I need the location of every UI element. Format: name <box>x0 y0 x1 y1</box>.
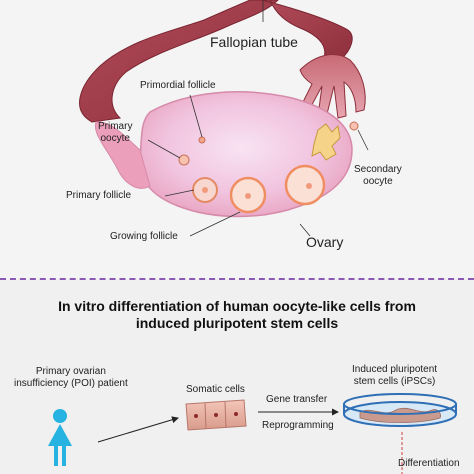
dish-cells <box>359 407 441 423</box>
label-ipsc: Induced pluripotent stem cells (iPSCs) <box>352 364 438 387</box>
cell-nucleus-1 <box>194 414 198 418</box>
fallopian-tube-upper <box>261 0 353 63</box>
patient-leg-left <box>54 446 58 466</box>
cell-wall-1 <box>204 402 207 430</box>
fallopian-tube <box>79 0 279 123</box>
growing-follicle-1-core <box>245 193 251 199</box>
cell-wall-2 <box>224 401 227 429</box>
label-ovary: Ovary <box>306 234 344 250</box>
growing-follicle-2 <box>284 164 326 206</box>
label-secondary-oocyte: Secondary oocyte <box>354 164 402 187</box>
title-line-2: induced pluripotent stem cells <box>135 315 339 331</box>
leader-primary-oocyte <box>147 139 181 159</box>
patient-leg-right <box>62 446 66 466</box>
leader-primordial <box>189 94 203 138</box>
label-gene-transfer: Gene transfer <box>266 394 328 405</box>
workflow-panel <box>0 279 474 474</box>
label-primary-follicle: Primary follicle <box>66 190 132 201</box>
label-primary-oocyte: Primary oocyte <box>98 121 133 144</box>
growing-follicle-2-core <box>306 183 312 189</box>
cell-nucleus-3 <box>234 412 238 416</box>
label-fallopian-tube: Fallopian tube <box>210 34 298 50</box>
leader-growing <box>189 211 241 237</box>
label-somatic-cells: Somatic cells <box>186 384 245 395</box>
corpus-luteum <box>311 123 341 161</box>
secondary-oocyte <box>349 121 359 131</box>
label-primordial-follicle: Primordial follicle <box>140 80 216 91</box>
arrow-patient-to-cells <box>97 416 179 443</box>
label-differentiation: Differentiation <box>398 458 460 469</box>
label-patient: Primary ovarian insufficiency (POI) pati… <box>14 366 128 389</box>
leader-secondary <box>357 129 369 151</box>
fimbriae <box>299 54 366 119</box>
leader-primary-follicle <box>164 189 195 197</box>
label-growing-follicle: Growing follicle <box>110 231 178 242</box>
cell-nucleus-2 <box>214 413 218 417</box>
panel-divider <box>0 278 474 280</box>
ligament <box>94 121 151 189</box>
patient-body <box>48 424 72 446</box>
patient-head <box>53 409 67 423</box>
primordial-follicle <box>198 136 206 144</box>
label-reprogramming: Reprogramming <box>262 420 334 431</box>
primary-follicle-core <box>202 187 208 193</box>
title-line-1: In vitro differentiation of human oocyte… <box>58 298 416 314</box>
section-title: In vitro differentiation of human oocyte… <box>10 298 464 332</box>
primary-follicle-oocyte <box>178 154 190 166</box>
leader-ovary <box>299 223 311 237</box>
